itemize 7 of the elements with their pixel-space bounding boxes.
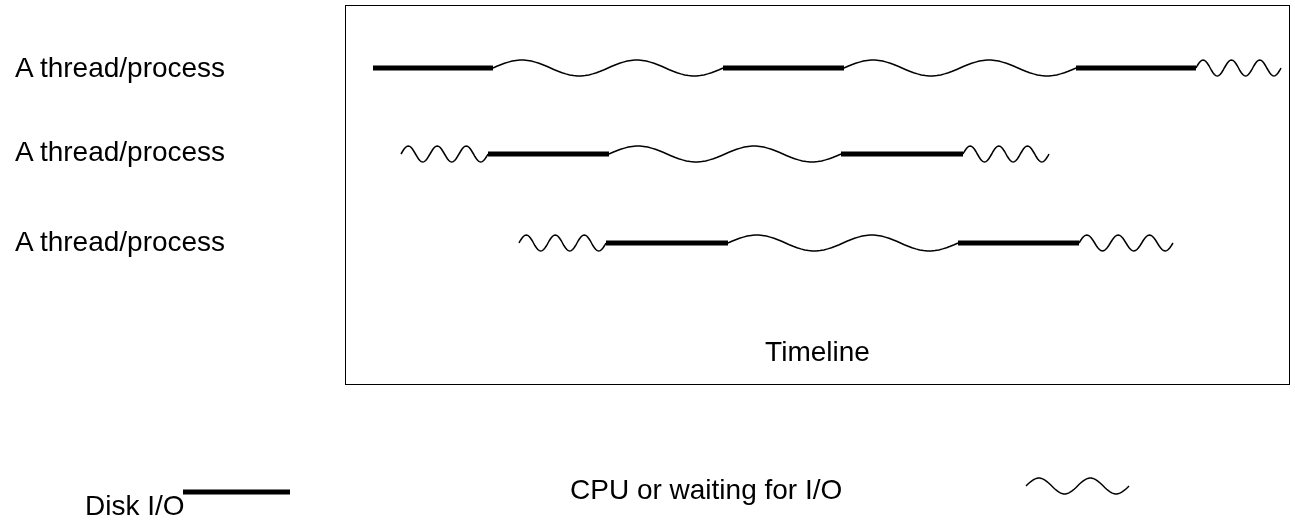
- row-label: A thread/process: [15, 226, 226, 258]
- timeline-frame: [345, 5, 1290, 385]
- row-label: A thread/process: [15, 52, 226, 84]
- axis-label: Timeline: [764, 336, 871, 368]
- legend-label: Disk I/O: [85, 490, 185, 522]
- legend-label: CPU or waiting for I/O: [570, 474, 843, 506]
- row-label: A thread/process: [15, 136, 226, 168]
